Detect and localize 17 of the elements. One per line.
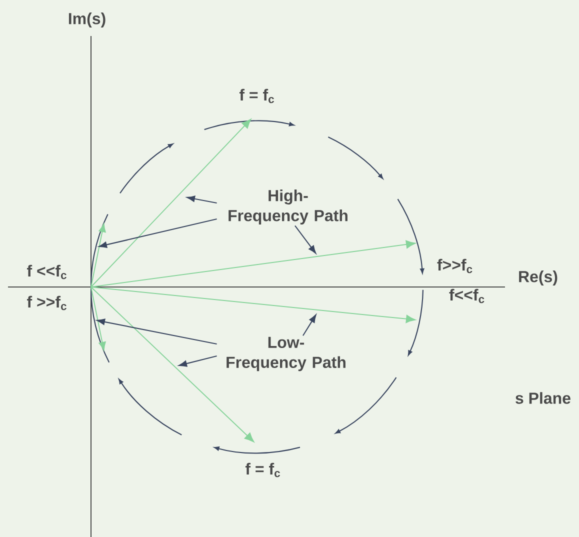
plane-label: s Plane — [516, 392, 570, 404]
leader-line — [98, 218, 217, 248]
frequency-label: f = f$_{c}$ — [245, 462, 280, 478]
leader-line — [178, 355, 217, 367]
leader-line — [96, 318, 217, 345]
path-label: Low-Frequency Path — [226, 336, 346, 372]
axis-label: Im(s) — [68, 12, 106, 28]
frequency-label: f <<f$_{c}$ — [27, 264, 66, 280]
frequency-label: f >>f$_{c}$ — [27, 296, 66, 310]
frequency-label: f = f$_{c}$ — [239, 88, 274, 104]
leader-line — [302, 314, 316, 336]
frequency-label: f>>f$_{c}$ — [437, 258, 472, 274]
path-label: High-Frequency Path — [228, 190, 348, 224]
leader-line — [186, 196, 217, 204]
axis-label: Re(s) — [519, 270, 558, 286]
frequency-label: f<<f$_{c}$ — [449, 288, 484, 304]
leader-line — [294, 225, 316, 254]
